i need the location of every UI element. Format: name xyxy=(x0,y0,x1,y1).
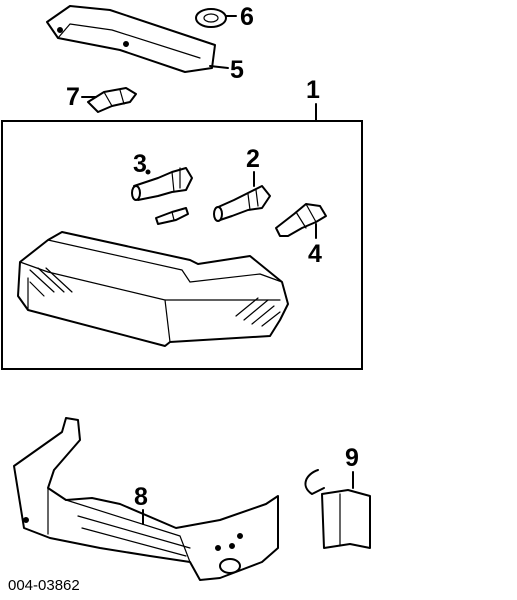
callout-1: 1 xyxy=(306,76,320,122)
callout-5: 5 xyxy=(209,56,244,84)
callout-1-label: 1 xyxy=(306,76,320,104)
callout-5-label: 5 xyxy=(230,56,244,84)
callout-8: 8 xyxy=(134,483,148,525)
callout-7-label: 7 xyxy=(66,83,80,111)
part-7-clip xyxy=(87,87,137,113)
assembly-box xyxy=(1,120,363,370)
part-2-socket xyxy=(213,185,271,222)
part-6-grommet xyxy=(195,8,227,28)
callout-4: 4 xyxy=(308,223,322,268)
callout-6-label: 6 xyxy=(240,3,254,31)
callout-3-label: 3 xyxy=(133,150,147,178)
callout-2-label: 2 xyxy=(246,145,260,173)
callout-2: 2 xyxy=(246,145,260,187)
callout-9-label: 9 xyxy=(345,444,359,472)
callout-4-label: 4 xyxy=(308,240,322,268)
part-3-bulb xyxy=(155,207,189,225)
part-9-hook xyxy=(304,469,371,549)
headlamp-assembly xyxy=(17,231,289,347)
part-3-socket xyxy=(131,167,193,201)
part-8-bracket xyxy=(13,417,279,581)
part-code: 004-03862 xyxy=(8,577,80,594)
part-5-bracket xyxy=(46,5,216,73)
callout-9: 9 xyxy=(345,444,359,489)
part-4-bulb xyxy=(275,203,327,237)
callout-8-label: 8 xyxy=(134,483,148,511)
callout-3: 3 xyxy=(133,150,147,178)
callout-6: 6 xyxy=(225,3,254,31)
callout-7: 7 xyxy=(66,83,97,111)
